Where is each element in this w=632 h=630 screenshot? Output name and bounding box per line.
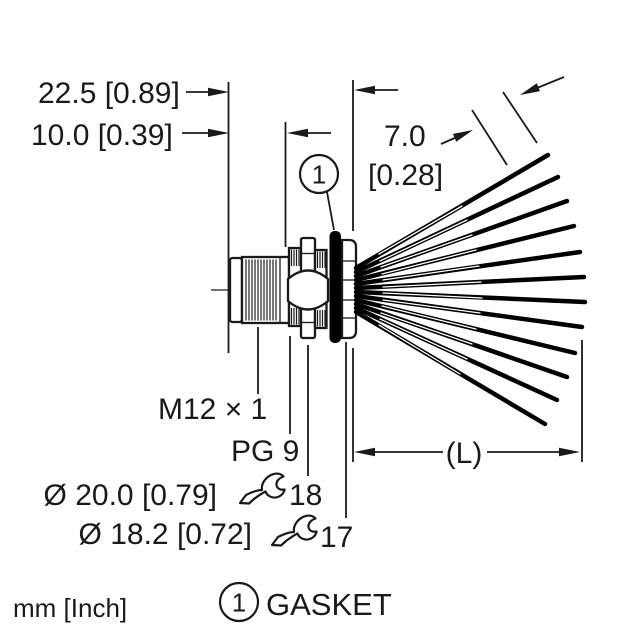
- wire-cores: [378, 205, 483, 375]
- arrowhead-left: [287, 128, 308, 138]
- wrench-17-icon: [270, 514, 318, 547]
- gasket-seal: [329, 231, 341, 343]
- arrowhead-downleft: [520, 83, 540, 95]
- arrowhead-left: [354, 447, 375, 457]
- callout-number: 1: [312, 160, 326, 190]
- arrowhead-upright: [453, 130, 473, 142]
- dimension-strip-length: 7.0 [0.28]: [368, 76, 565, 192]
- arrowhead-right: [559, 447, 580, 457]
- thread-hatching: [245, 259, 277, 321]
- callout-leader: [326, 191, 335, 231]
- wrench-18-label: 18: [289, 479, 322, 512]
- dimension-lead-length: (L): [352, 340, 583, 470]
- dim-strip-mm: 7.0: [384, 120, 426, 153]
- connector-body: [211, 231, 358, 343]
- dim-strip-inch: [0.28]: [368, 159, 443, 192]
- wrench-18-icon: [238, 472, 286, 505]
- callout-circle: [298, 153, 340, 195]
- dia-gasket-label: Ø 18.2 [0.72]: [79, 518, 252, 551]
- dim-overall-label: 22.5 [0.89]: [38, 77, 180, 110]
- hex-waist-band: [286, 269, 330, 311]
- arrowhead-right: [208, 128, 229, 138]
- strip-tick-2: [502, 91, 538, 144]
- coupling-face: [228, 256, 244, 324]
- arrowhead-right: [208, 87, 229, 97]
- units-note: mm [Inch]: [13, 593, 127, 623]
- rear-hex-nut: [340, 238, 358, 340]
- thread-spec-label: M12 × 1: [158, 393, 267, 426]
- wire-fan: [353, 152, 588, 427]
- dimension-thread-length: 10.0 [0.39]: [31, 119, 331, 247]
- legend-circle: [218, 581, 260, 623]
- arrowhead-left: [354, 85, 375, 95]
- legend-label: GASKET: [266, 587, 392, 622]
- dim-thread-label: 10.0 [0.39]: [31, 119, 173, 152]
- footer: mm [Inch] 1 GASKET: [13, 581, 392, 623]
- callout-gasket: 1: [298, 153, 340, 231]
- dim-L-label: (L): [446, 437, 483, 470]
- gland-thread-label: PG 9: [231, 435, 299, 468]
- dimension-overall-length: 22.5 [0.89]: [38, 77, 398, 353]
- threaded-barrel: [240, 255, 291, 325]
- dia-outer-label: Ø 20.0 [0.79]: [44, 479, 217, 512]
- strip-tick-1: [471, 109, 508, 166]
- legend-number: 1: [232, 588, 246, 618]
- wrench-17-label: 17: [320, 521, 353, 554]
- part-labels: M12 × 1 PG 9 Ø 20.0 [0.79] Ø 18.2 [0.72]…: [44, 327, 353, 554]
